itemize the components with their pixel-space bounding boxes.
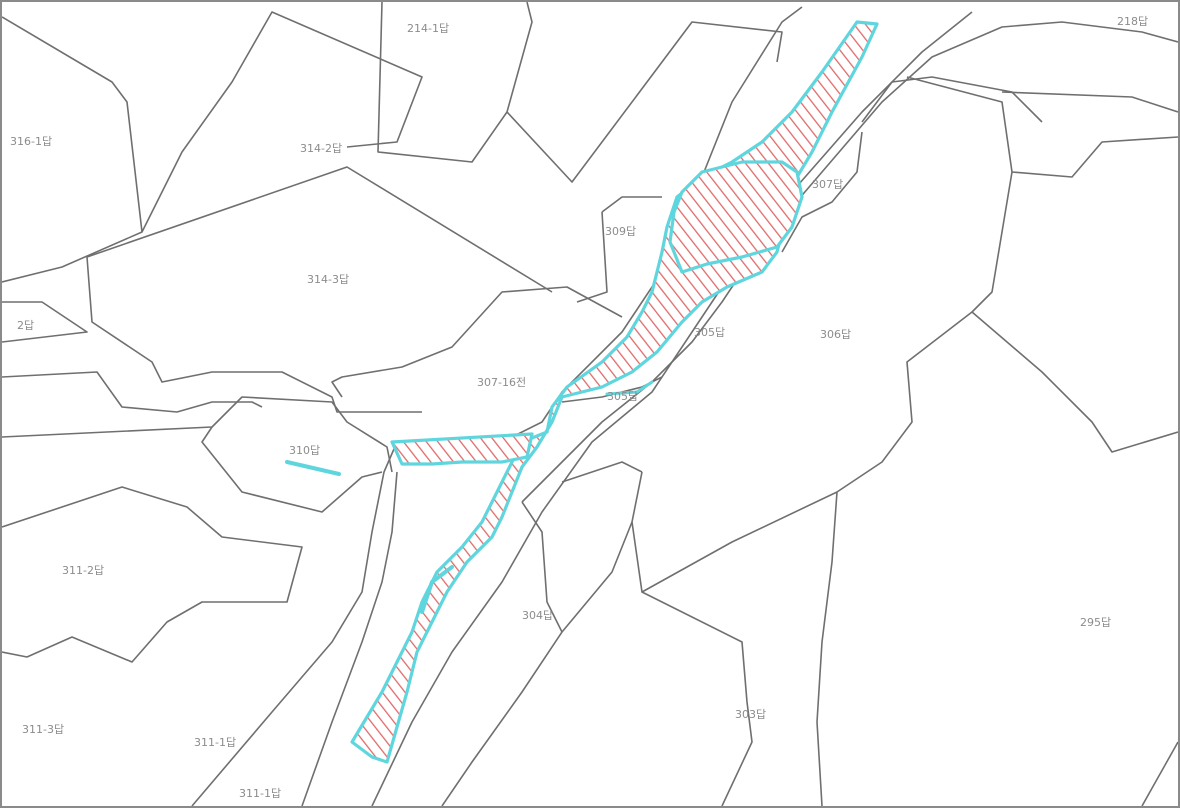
parcel-line <box>561 461 643 483</box>
parcel-line <box>141 11 423 233</box>
river-bank-line <box>521 21 1178 503</box>
parcel-line <box>816 491 838 806</box>
hatched-parcel-branch[interactable] <box>390 432 534 466</box>
cyan-boundary-line <box>420 565 454 614</box>
label-314-3: 314-3답 <box>307 273 349 286</box>
label-314-2: 314-2답 <box>300 142 342 155</box>
river-bank-line <box>371 11 973 806</box>
parcel-line <box>201 426 383 513</box>
parcel-line <box>631 491 838 593</box>
label-311-1: 311-1답 <box>194 736 236 749</box>
hatched-parcel-upper[interactable] <box>668 160 804 274</box>
parcel-line <box>836 171 1013 493</box>
parcel-line <box>2 371 263 413</box>
label-2: 2답 <box>17 319 34 332</box>
river-bank-line <box>191 6 803 806</box>
parcel-line <box>601 196 662 213</box>
parcel-line <box>781 131 863 253</box>
parcel-line <box>2 486 303 663</box>
river-bank-line <box>441 471 643 806</box>
label-311-2: 311-2답 <box>62 564 104 577</box>
parcel-line <box>576 211 608 303</box>
parcel-line <box>521 501 563 633</box>
cyan-boundary-line <box>605 380 654 396</box>
parcel-line <box>86 256 422 413</box>
label-310: 310답 <box>289 444 320 457</box>
parcel-line <box>906 76 1178 178</box>
label-305b: 305답 <box>607 390 638 403</box>
label-295: 295답 <box>1080 616 1111 629</box>
river-bank-line <box>301 471 398 806</box>
highlighted-area[interactable] <box>285 20 879 764</box>
parcel-labels: 218답 214-1답 316-1답 314-2답 314-3답 307답 30… <box>10 15 1148 800</box>
parcel-line <box>2 16 143 283</box>
parcel-line <box>506 21 783 183</box>
parcel-line <box>2 301 88 343</box>
parcel-line <box>641 591 753 806</box>
parcel-line <box>331 286 623 398</box>
parcel-line <box>1141 741 1178 806</box>
label-305: 305답 <box>694 326 725 339</box>
parcel-line <box>1001 91 1178 113</box>
label-311-1b: 311-1답 <box>239 787 281 800</box>
label-306: 306답 <box>820 328 851 341</box>
parcel-line <box>377 2 533 163</box>
parcel-line <box>86 166 553 293</box>
label-303: 303답 <box>735 708 766 721</box>
label-307-16: 307-16전 <box>477 376 526 389</box>
label-307: 307답 <box>812 178 843 191</box>
label-316-1: 316-1답 <box>10 135 52 148</box>
label-304: 304답 <box>522 609 553 622</box>
label-218: 218답 <box>1117 15 1148 28</box>
label-309: 309답 <box>605 225 636 238</box>
parcel-line <box>2 396 393 473</box>
parcel-line <box>861 76 1043 123</box>
cyan-marker-line <box>285 460 341 476</box>
label-214-1: 214-1답 <box>407 22 449 35</box>
parcel-line <box>971 311 1178 453</box>
label-311-3: 311-3답 <box>22 723 64 736</box>
